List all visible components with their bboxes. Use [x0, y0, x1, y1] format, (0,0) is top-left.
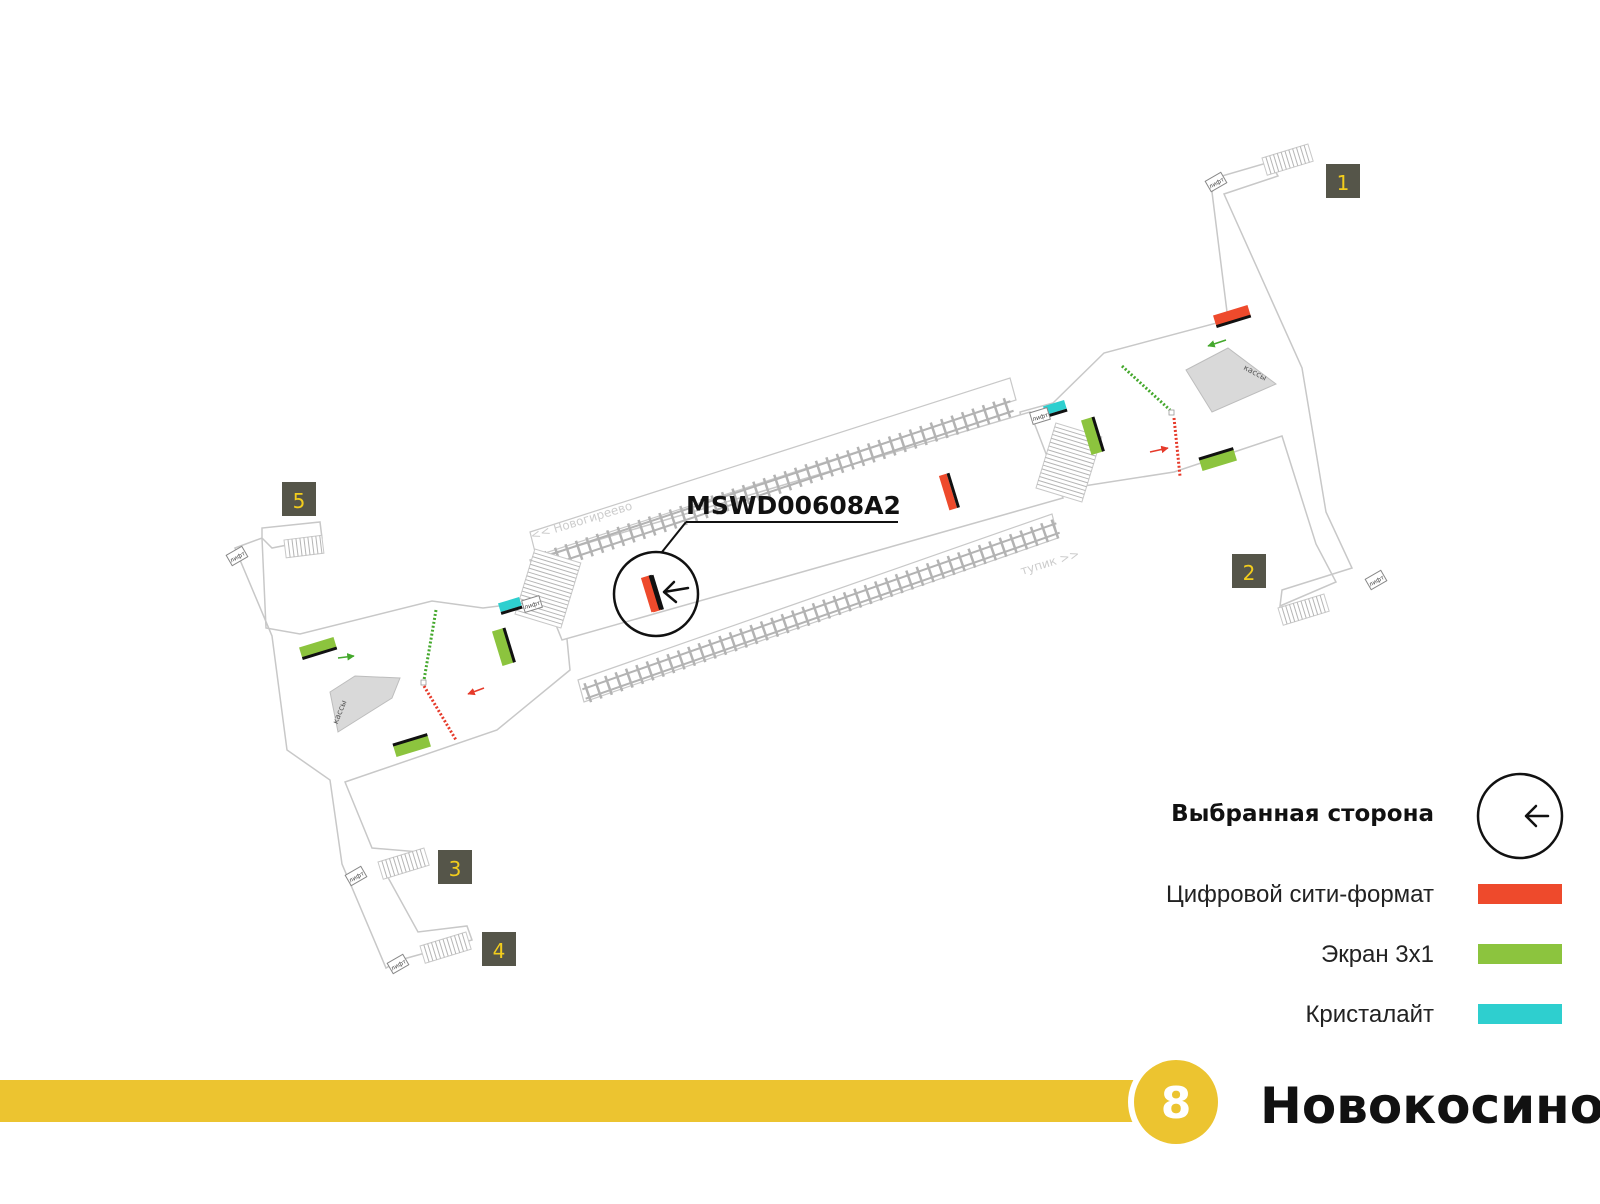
legend-arrow-left-icon	[1524, 804, 1550, 828]
svg-text:2: 2	[1243, 561, 1256, 585]
ad-panel-green-3	[491, 627, 516, 666]
elevator-icon: лифт	[1364, 569, 1388, 591]
ad-panel-green-2	[392, 733, 431, 758]
tracks	[542, 397, 1060, 703]
ad-panel-cyan-1	[498, 597, 523, 615]
stairs-exit-4	[419, 931, 472, 964]
stairs-exit-3	[377, 847, 430, 880]
left-ticket-office: кассы	[329, 675, 401, 733]
selected-callout: MSWD00608A2	[612, 491, 901, 638]
line-number-badge	[1134, 1060, 1218, 1144]
svg-text:3: 3	[449, 857, 462, 881]
svg-text:4: 4	[493, 939, 506, 963]
legend-selected-side-icon	[1476, 772, 1564, 860]
turnstiles-left	[420, 609, 458, 741]
flow-arrow-green-left	[337, 653, 355, 661]
svg-text:лифт: лифт	[1032, 412, 1050, 424]
flow-arrow-red-left	[467, 687, 485, 696]
track-lower	[582, 519, 1060, 703]
selected-side-arrow-icon	[662, 580, 690, 604]
legend-selected-side-label: Выбранная сторона	[1171, 801, 1434, 827]
ad-panel-green-5	[1198, 447, 1237, 472]
legend-item-label-2: Кристалайт	[1305, 1001, 1434, 1028]
ad-panel-green-4	[1080, 416, 1105, 455]
exit-badge-5: 5	[282, 482, 316, 516]
exit-badge-3: 3	[438, 850, 472, 884]
legend-swatch-cyan	[1478, 1004, 1562, 1024]
ad-panel-cyan-2	[1043, 400, 1068, 418]
station-name: Новокосино	[1260, 1077, 1600, 1135]
legend-item-label-1: Экран 3х1	[1321, 941, 1434, 968]
legend-swatch-green	[1478, 944, 1562, 964]
ad-panel-red-3	[1213, 304, 1252, 328]
line-number: 8	[1161, 1078, 1192, 1129]
exit-badge-4: 4	[482, 932, 516, 966]
line-bar: 8 Новокосино	[0, 1054, 1600, 1150]
svg-text:5: 5	[293, 489, 306, 513]
flow-arrow-green-right	[1207, 339, 1227, 348]
stairs-exit-1	[1261, 143, 1314, 176]
stairs-exit-5	[283, 534, 325, 559]
exit-badge-1: 1	[1326, 164, 1360, 198]
ad-panel-green-1	[299, 636, 338, 660]
turnstiles-right	[1120, 364, 1182, 477]
svg-text:лифт: лифт	[524, 600, 542, 612]
direction-right-label: тупик >>	[1019, 547, 1081, 578]
svg-text:1: 1	[1337, 171, 1350, 195]
flow-arrow-red-right	[1149, 445, 1169, 454]
legend: Выбранная сторона Цифровой сити-формат Э…	[1166, 772, 1564, 1028]
stairs-exit-2	[1277, 593, 1330, 626]
legend-swatch-red	[1478, 884, 1562, 904]
right-vestibule	[1019, 161, 1354, 608]
stairs-right-platform	[1035, 422, 1103, 503]
track-upper	[542, 397, 1014, 571]
ad-panel-red-2	[938, 472, 960, 511]
legend-item-label-0: Цифровой сити-формат	[1166, 881, 1434, 908]
elevator-icon: лифт	[521, 595, 543, 613]
elevator-icon: лифт	[1029, 407, 1051, 425]
exit-badge-2: 2	[1232, 554, 1266, 588]
selected-code-label: MSWD00608A2	[686, 491, 901, 520]
